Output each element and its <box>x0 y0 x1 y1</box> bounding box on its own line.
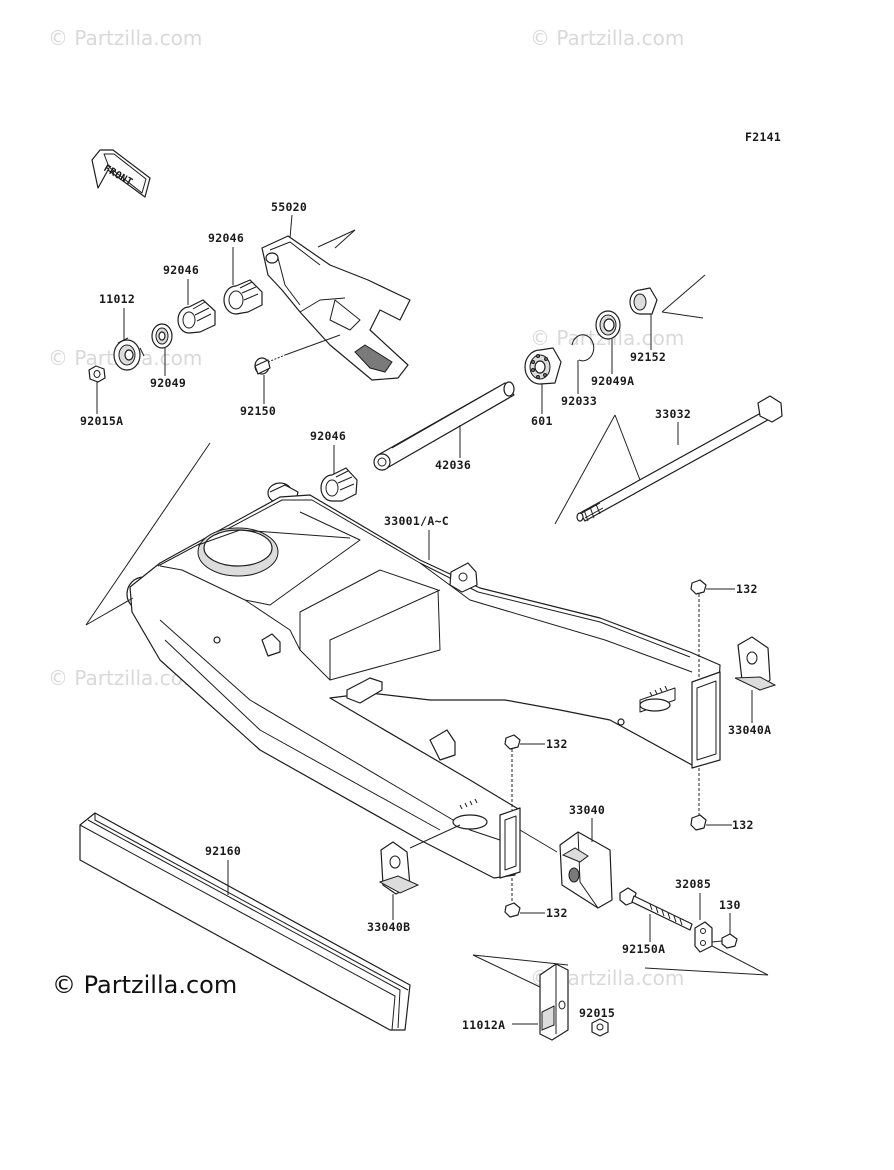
label-92049A: 92049A <box>591 374 634 388</box>
label-33040B: 33040B <box>367 920 410 934</box>
oil-seal <box>151 323 173 349</box>
pivot-cap <box>113 337 145 371</box>
brand-watermark: © Partzilla.com <box>52 971 237 999</box>
bolt <box>721 933 738 949</box>
label-92150A: 92150A <box>622 942 665 956</box>
label-92046-b: 92046 <box>163 263 199 277</box>
adjuster-bolt <box>619 887 693 931</box>
circlip <box>571 334 595 362</box>
bolt <box>504 902 521 918</box>
label-92150: 92150 <box>240 404 276 418</box>
label-11012: 11012 <box>99 292 135 306</box>
label-42036: 42036 <box>435 458 471 472</box>
watermark: © Partzilla.com <box>48 26 202 50</box>
label-33001: 33001/A~C <box>384 514 449 528</box>
label-92046-a: 92046 <box>208 231 244 245</box>
oil-seal <box>595 310 621 340</box>
label-55020: 55020 <box>271 200 307 214</box>
pivot-axle <box>576 395 783 522</box>
front-arrow-icon: FRONT <box>91 149 151 198</box>
bolt <box>254 354 286 375</box>
label-92049: 92049 <box>150 376 186 390</box>
swingarm <box>126 482 721 879</box>
label-92015A: 92015A <box>80 414 123 428</box>
chain-guide <box>261 235 411 381</box>
figure-code: F2141 <box>745 130 781 144</box>
ball-bearing <box>524 347 562 385</box>
label-92015: 92015 <box>579 1006 615 1020</box>
label-33032: 33032 <box>655 407 691 421</box>
hex-nut <box>591 1018 609 1037</box>
label-92160: 92160 <box>205 844 241 858</box>
bolt <box>690 814 707 831</box>
needle-bearing <box>223 279 263 315</box>
label-33040A: 33040A <box>728 723 771 737</box>
collar <box>629 287 658 315</box>
adjuster-block <box>559 831 613 909</box>
label-132-a: 132 <box>736 582 758 596</box>
label-601: 601 <box>531 414 553 428</box>
bolt <box>504 734 521 750</box>
bolt <box>690 579 707 595</box>
label-132-b: 132 <box>546 737 568 751</box>
chain-adjuster-plate <box>734 636 777 691</box>
label-130: 130 <box>719 898 741 912</box>
needle-bearing <box>320 467 358 502</box>
label-32085: 32085 <box>675 877 711 891</box>
needle-bearing <box>177 299 216 334</box>
chain-adjuster-plate <box>378 841 420 895</box>
adjuster-plate <box>694 921 713 953</box>
chain-slider <box>79 812 411 1031</box>
label-92033: 92033 <box>561 394 597 408</box>
label-33040: 33040 <box>569 803 605 817</box>
label-92152: 92152 <box>630 350 666 364</box>
end-cap <box>539 963 569 1041</box>
label-132-d: 132 <box>546 906 568 920</box>
label-132-c: 132 <box>732 818 754 832</box>
label-92046-c: 92046 <box>310 429 346 443</box>
label-11012A: 11012A <box>462 1018 505 1032</box>
watermark: © Partzilla.com <box>530 26 684 50</box>
hex-nut <box>88 365 106 383</box>
pivot-sleeve <box>373 381 515 471</box>
